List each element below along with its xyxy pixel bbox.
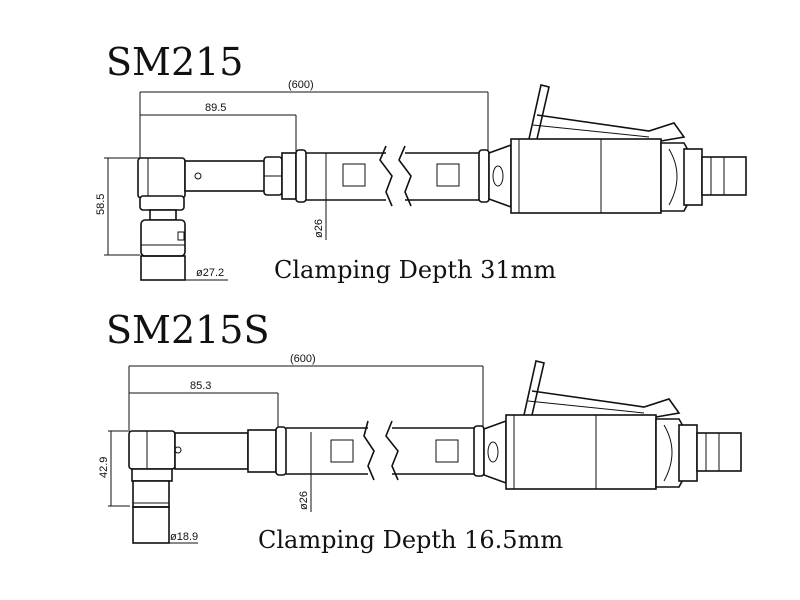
head-height-label: 42.9: [98, 457, 110, 478]
air-motor-body: [483, 360, 742, 490]
tube-diameter-label: ø26: [313, 219, 325, 238]
head-offset-label: 85.3: [190, 380, 211, 392]
model-title: SM215: [106, 40, 243, 84]
model-sm215s: SM215S (600) 85.3 42.9 ø18.9: [98, 308, 742, 554]
extension-tube: ø26: [306, 145, 480, 240]
head-height-label: 58.5: [95, 194, 107, 215]
overall-length-label: (600): [288, 79, 314, 91]
overall-length-label: (600): [290, 353, 316, 365]
clamping-depth-caption: Clamping Depth 16.5mm: [258, 526, 563, 554]
angle-head: ø27.2: [137, 157, 228, 281]
tube-diameter-label: ø26: [298, 491, 310, 510]
air-motor-body: [488, 84, 747, 214]
model-sm215: SM215 (600) 89.5 58.5 ø27.2: [95, 40, 747, 284]
clamping-depth-caption: Clamping Depth 31mm: [274, 256, 556, 284]
extension-tube: ø26: [286, 420, 474, 512]
head-offset-label: 89.5: [205, 102, 226, 114]
chuck-diameter-label: ø18.9: [170, 531, 198, 543]
chuck-diameter-label: ø27.2: [196, 267, 224, 279]
angle-head: ø18.9: [128, 430, 198, 544]
model-title: SM215S: [106, 308, 270, 352]
